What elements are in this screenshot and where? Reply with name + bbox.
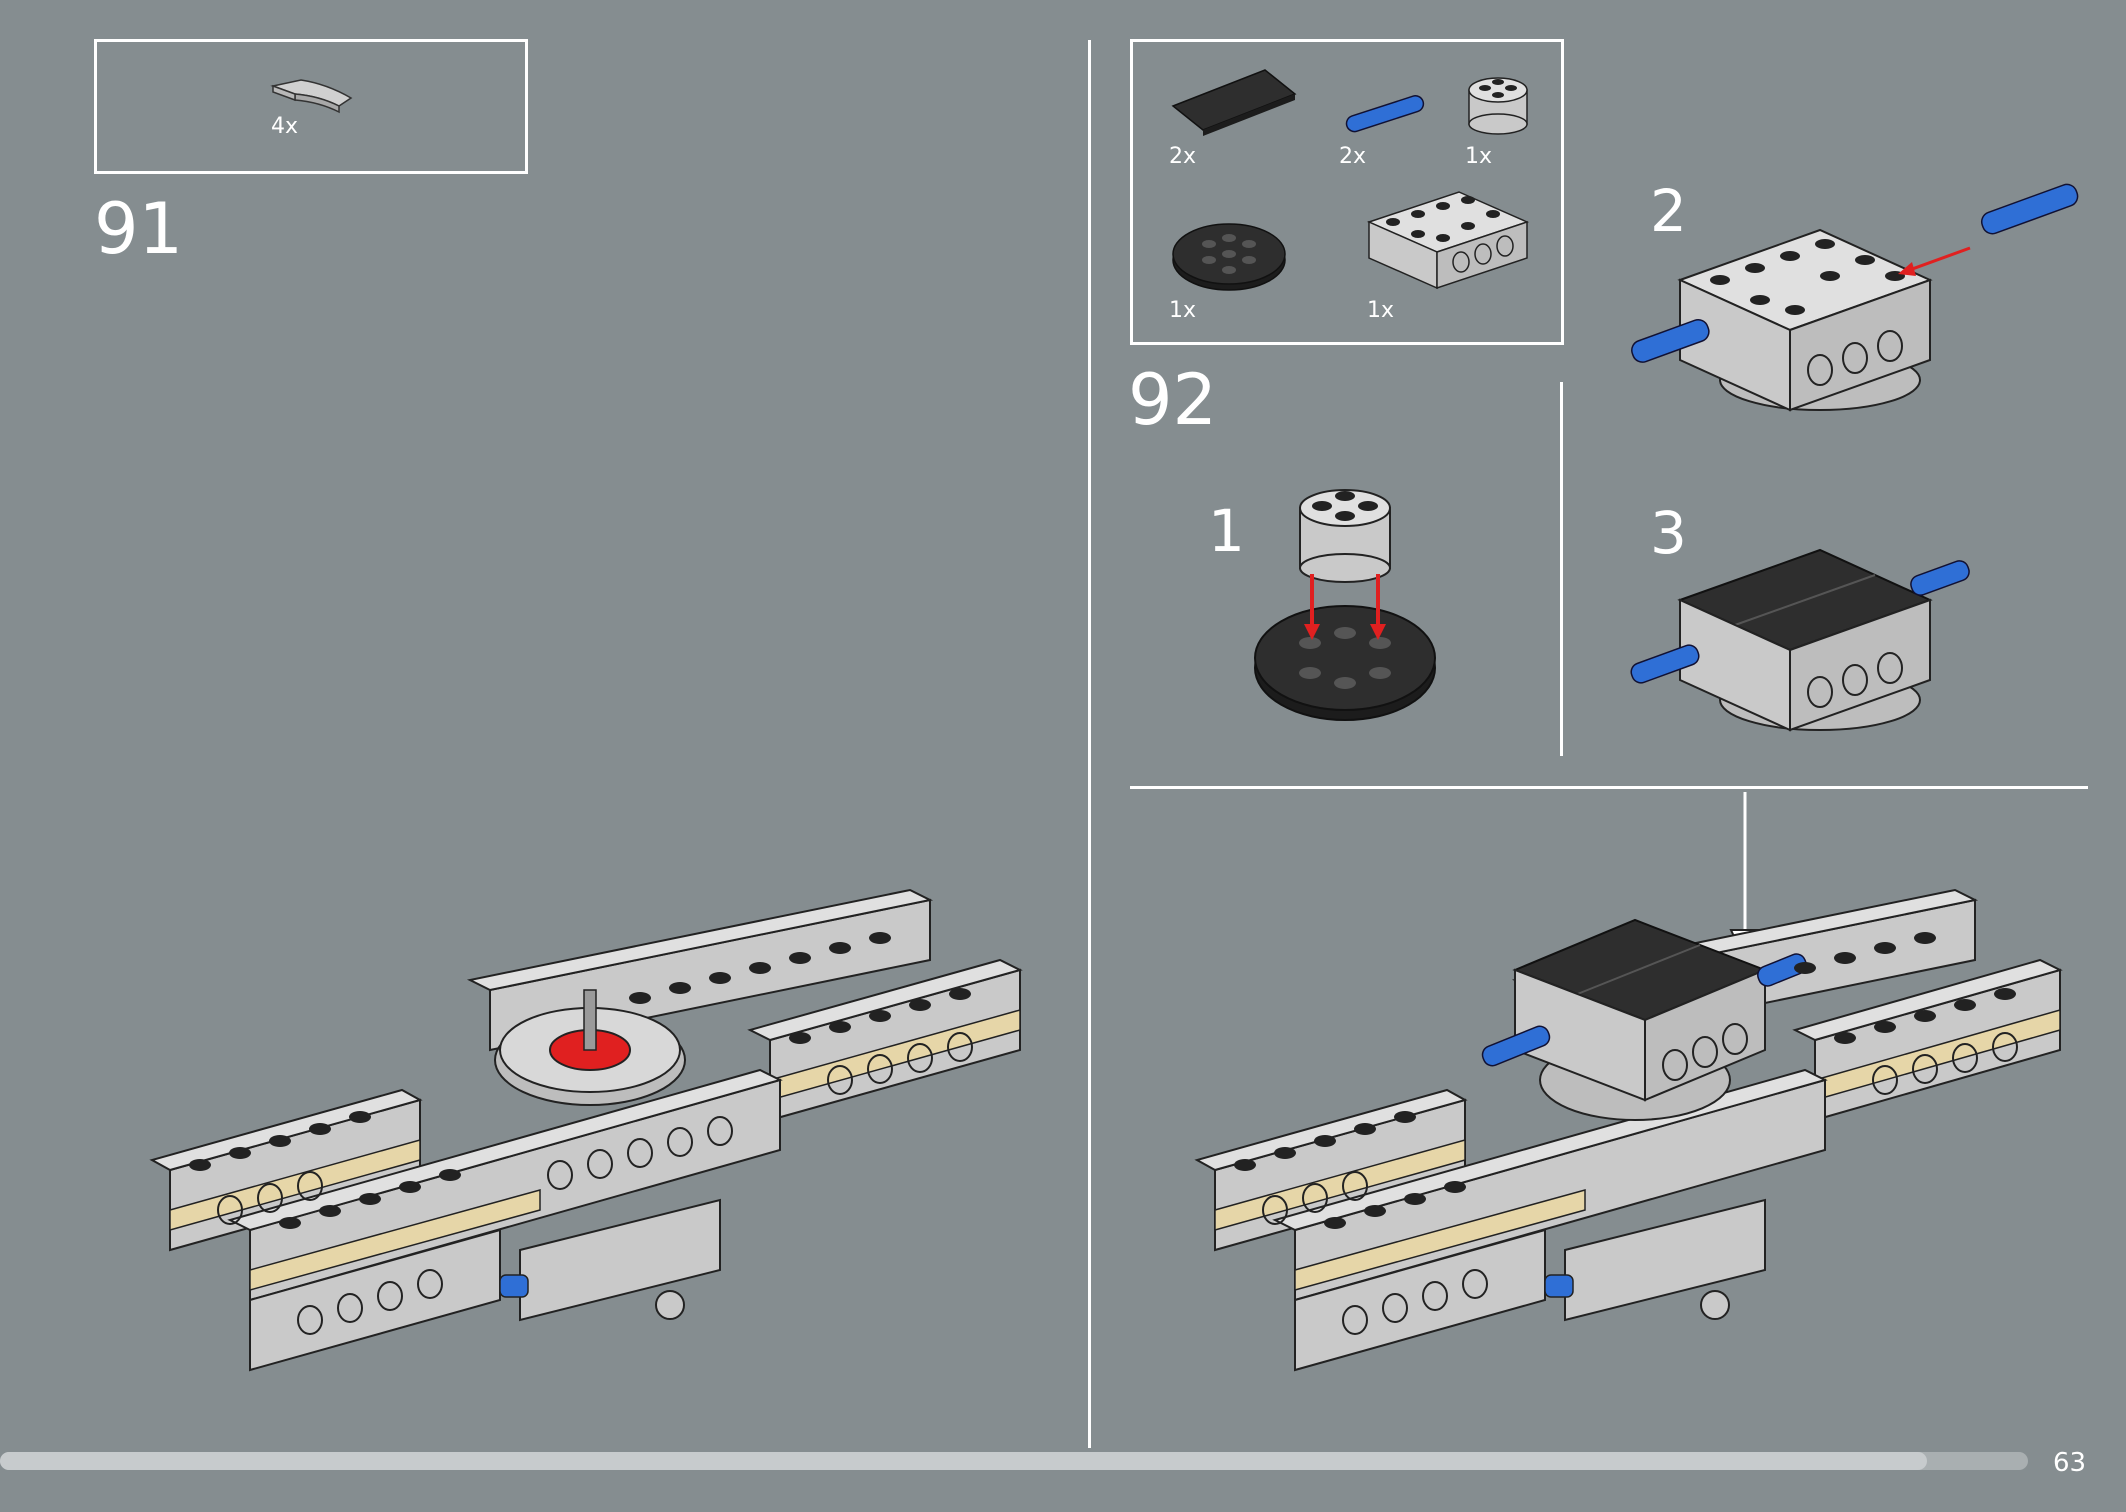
part-quantity: 2x	[1339, 144, 1367, 169]
part-quantity: 1x	[1367, 298, 1395, 323]
progress-bar	[0, 1452, 2028, 1470]
step-91-model-illustration	[149, 888, 1023, 1372]
progress-bar-fill	[0, 1452, 1927, 1470]
step-92-model-illustration	[1194, 792, 2063, 1372]
substep-2-illustration	[1631, 183, 2079, 412]
part-quantity: 1x	[1169, 298, 1197, 323]
curved-tile-icon	[270, 79, 353, 114]
step-number-91: 91	[94, 188, 184, 270]
blue-pin-icon	[1345, 95, 1425, 133]
step-92-parts-callout: 2x 2x 1x 1x 1x	[1130, 39, 1564, 345]
substep-1-illustration	[1254, 489, 1436, 721]
page-number: 63	[2053, 1448, 2087, 1478]
substep-divider	[1560, 382, 1563, 756]
round-brick-2x2-icon	[1468, 77, 1528, 135]
flat-tile-2x4-icon	[1171, 69, 1297, 136]
substep-3-illustration	[1630, 548, 1970, 732]
technic-brick-4x4-icon	[1366, 191, 1530, 290]
section-separator	[1130, 786, 2088, 789]
step-number-92: 92	[1128, 359, 1218, 441]
substep-number-1: 1	[1208, 497, 1245, 565]
substep-number-3: 3	[1650, 499, 1687, 567]
part-quantity: 1x	[1465, 144, 1493, 169]
round-plate-4x4-icon	[1172, 223, 1286, 291]
part-quantity: 2x	[1169, 144, 1197, 169]
part-quantity: 4x	[271, 114, 299, 139]
step-91-parts-callout: 4x	[94, 39, 528, 174]
substep-number-2: 2	[1650, 177, 1687, 245]
page-divider	[1088, 40, 1091, 1448]
